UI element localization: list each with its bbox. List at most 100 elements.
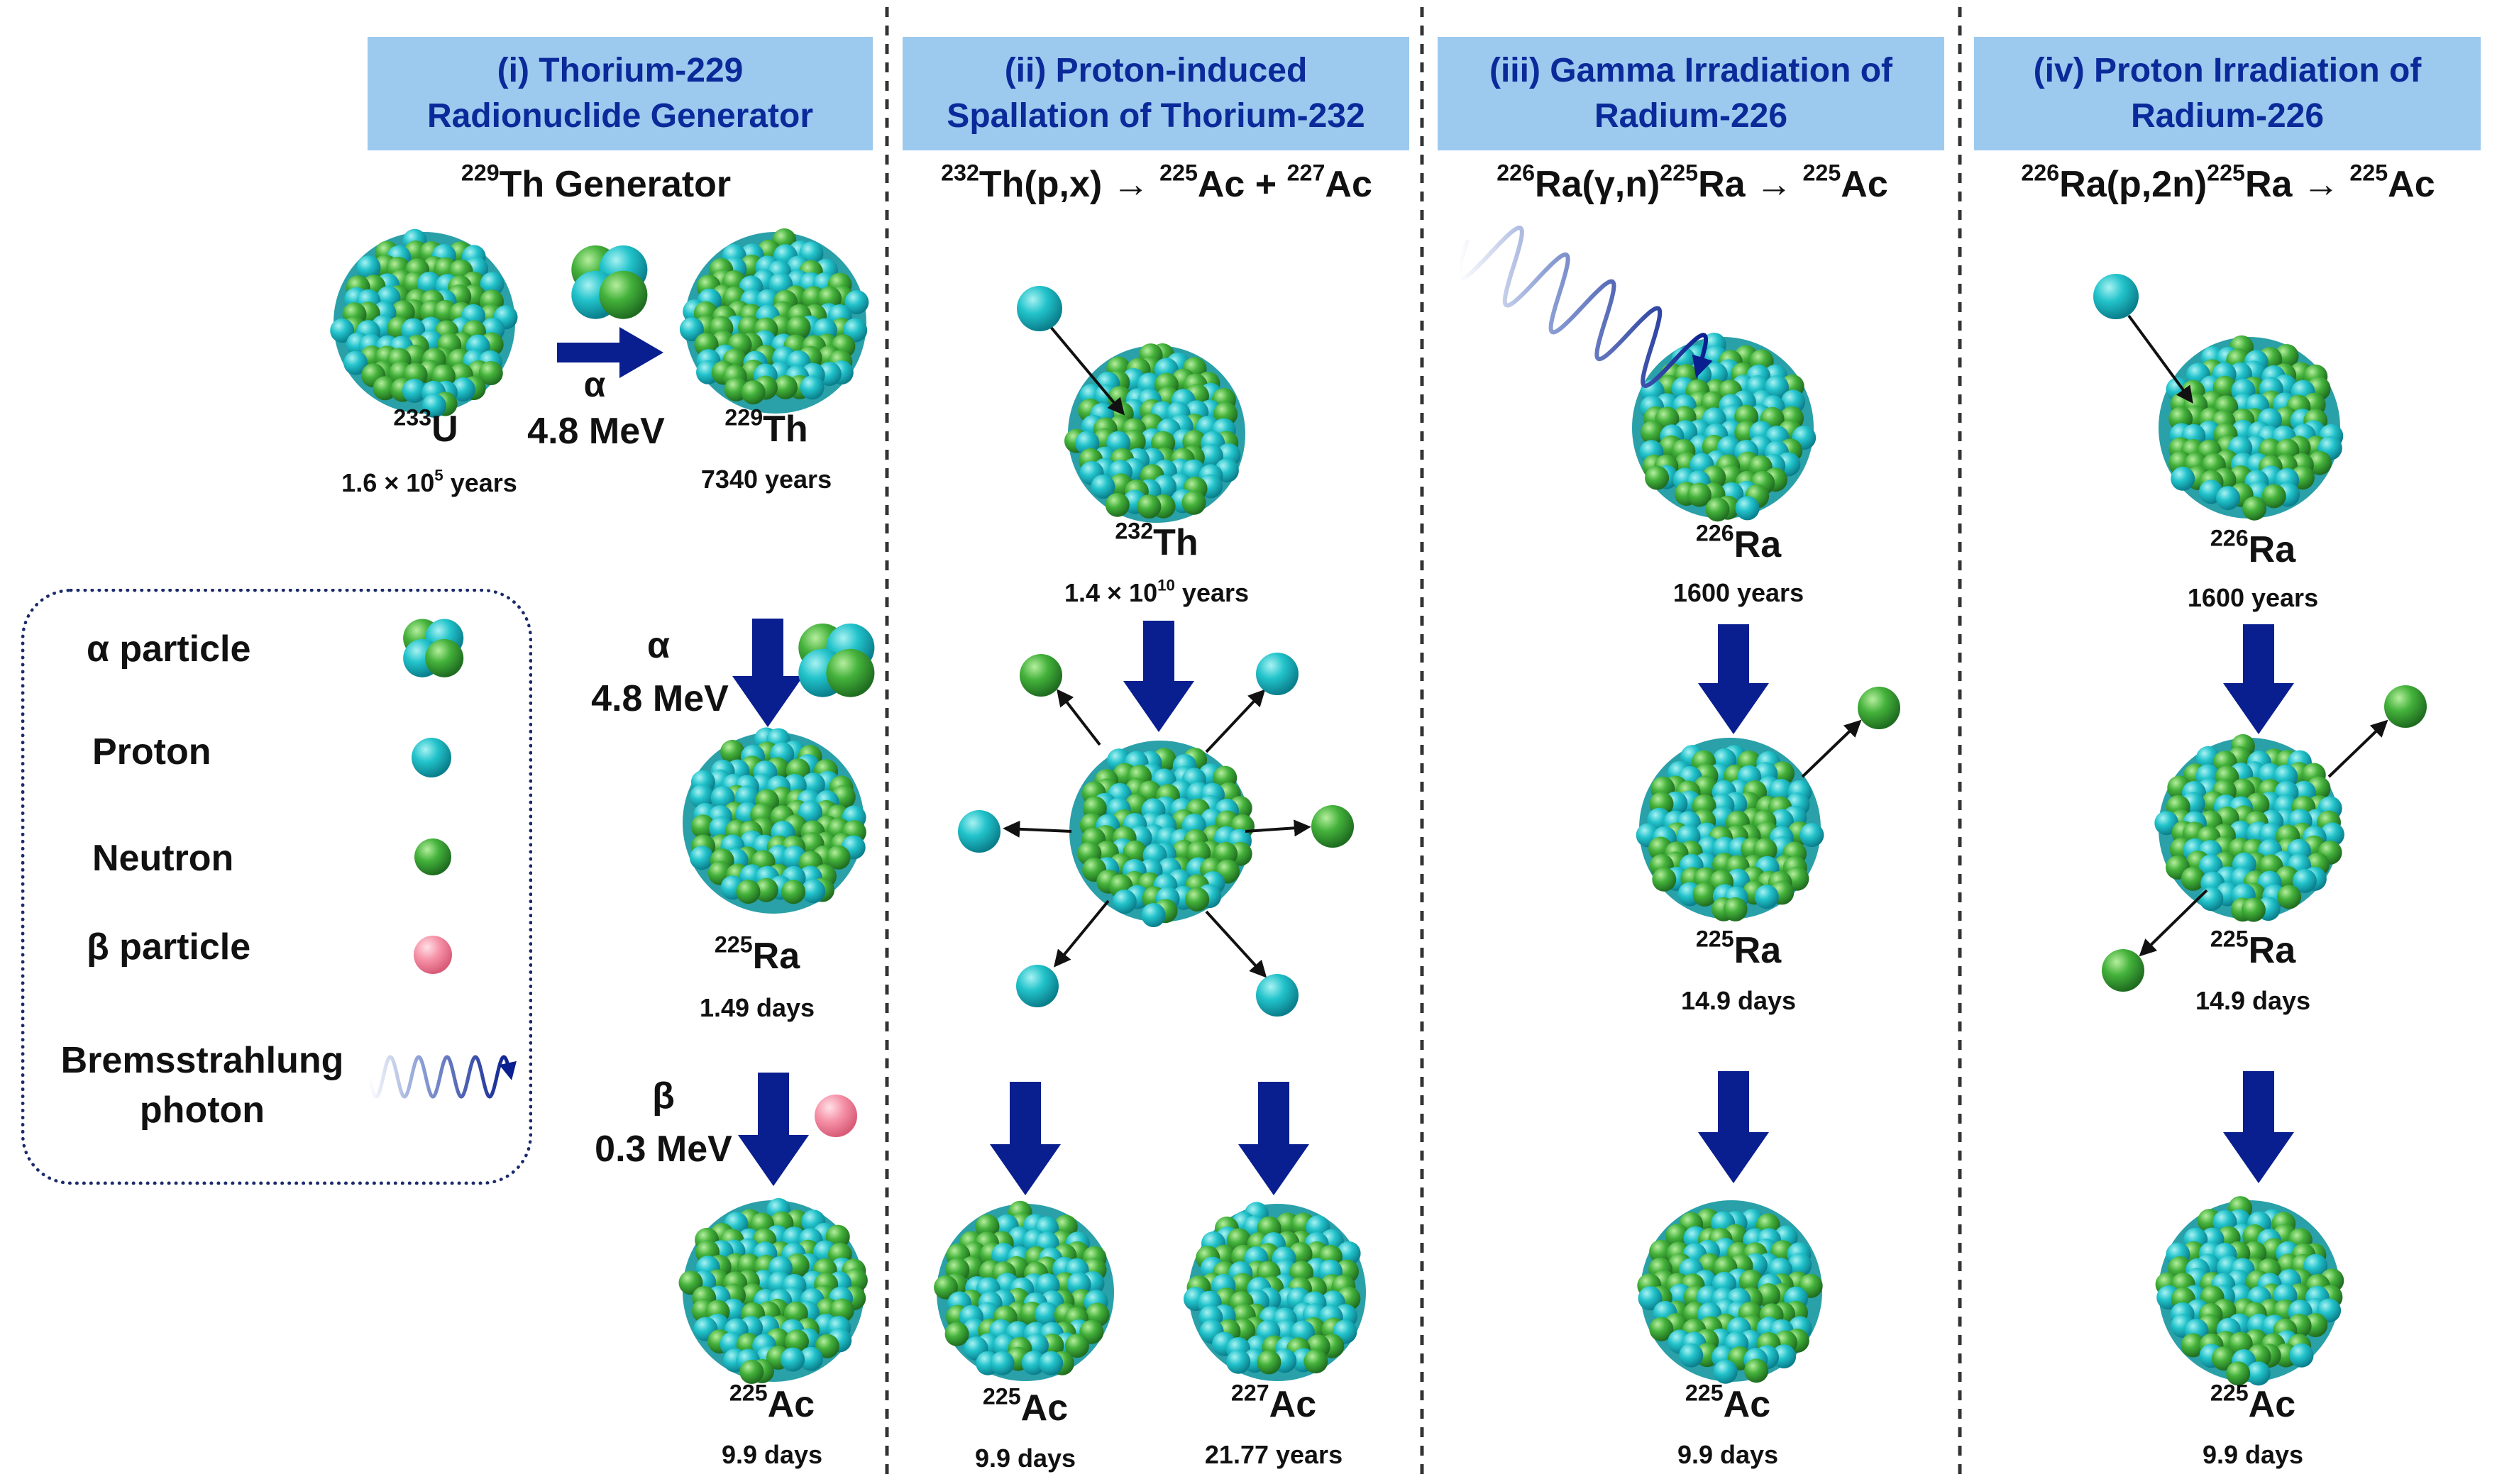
decay-beta-particle: β [652, 1075, 675, 1117]
nuclide-ra226-p4: 226Ra [2210, 526, 2295, 571]
nucleus-ra226-p3 [1632, 333, 1817, 522]
ra226-p3-symbol: Ra [1733, 524, 1782, 565]
nucleus-ac225-p2 [934, 1200, 1114, 1381]
legend-alpha-icon [403, 619, 464, 677]
panel-header-3: (iii) Gamma Irradiation of Radium-226 [1438, 37, 1944, 150]
gamma-photon-wave [1457, 225, 1713, 389]
half-life-th232: 1.4 × 1010 years [1064, 576, 1250, 608]
spallation-arrow-ur [1205, 689, 1266, 753]
nuclide-th229: 229Th [724, 406, 807, 450]
eq3-t3: Ac [1841, 164, 1888, 205]
spallation-arrow-l [1003, 820, 1072, 838]
eq3-m2: 225 [1660, 160, 1699, 186]
ac227-p2-symbol: Ac [1269, 1384, 1317, 1425]
legend [21, 589, 532, 1185]
alpha-particle-emitted-2 [798, 624, 875, 697]
emission-arrows [1003, 314, 2388, 978]
neutron-path-p4-second [2139, 889, 2208, 957]
eq1-text: Th Generator [499, 164, 732, 205]
half-life-ac225-p2: 9.9 days [974, 1444, 1076, 1473]
neutron-path-p4 [2327, 719, 2388, 778]
ac225-p2-mass: 225 [982, 1383, 1021, 1410]
ra225-p3-mass: 225 [1695, 926, 1734, 952]
ac225-p2-symbol: Ac [1020, 1388, 1069, 1429]
legend-brems-line2: photon [139, 1090, 265, 1131]
ac225-p4-symbol: Ac [2248, 1384, 2296, 1425]
panel-header-4: (iv) Proton Irradiation of Radium-226 [1974, 37, 2481, 150]
eq3-m1: 226 [1496, 160, 1536, 186]
legend-beta-label: β particle [87, 926, 251, 968]
bremsstrahlung-wave-icon [367, 1055, 517, 1099]
nucleus-ac227-p2 [1184, 1202, 1366, 1381]
u233-mass: 233 [393, 404, 432, 431]
incoming-proton-p2 [1017, 286, 1062, 331]
th232-mass: 232 [1115, 518, 1154, 544]
u233-symbol: U [431, 409, 458, 450]
emitted-neutron-p4 [2384, 685, 2427, 728]
eq3-m3: 225 [1802, 160, 1841, 186]
decay-beta-energy: 0.3 MeV [595, 1129, 732, 1170]
ra225-p4-mass: 225 [2210, 926, 2249, 952]
neutron-path-p3 [1801, 719, 1862, 778]
legend-proton-label: Proton [92, 731, 211, 773]
nuclide-ra225-p3: 225Ra [1695, 926, 1781, 972]
nucleus-ra225-p1 [683, 727, 866, 914]
proton-path-p4 [2127, 314, 2193, 404]
half-life-ac225-p4: 9.9 days [2202, 1440, 2304, 1469]
nucleus-u233 [330, 228, 518, 418]
emitted-neutron-p4-second [2102, 949, 2144, 992]
eq2-m1: 232 [941, 160, 979, 186]
th232-symbol: Th [1153, 522, 1198, 563]
nuclide-ac227-p2: 227Ac [1231, 1381, 1317, 1426]
ac225-p4-mass: 225 [2210, 1380, 2249, 1406]
arrow-ra226-ra225-p3 [1698, 624, 1769, 734]
panel-header-2: (ii) Proton-induced Spallation of Thoriu… [903, 37, 1409, 150]
nucleus-ra225-p3 [1636, 738, 1824, 921]
half-life-u233: 1.6 × 105 years [341, 467, 517, 498]
nuclide-ac225-p1: 225Ac [729, 1381, 815, 1426]
nucleus-th232 [1064, 343, 1245, 523]
panel-2-title-line2: Spallation of Thorium-232 [947, 97, 1365, 135]
panel-4-title-line1: (iv) Proton Irradiation of [2033, 52, 2422, 89]
decay-alpha-1-energy: 4.8 MeV [527, 411, 665, 452]
th232-hl-exp: 10 [1157, 576, 1175, 594]
decay-alpha-2-energy: 4.8 MeV [591, 678, 729, 719]
spallation-arrow-lr [1205, 910, 1267, 978]
legend-beta-icon [414, 936, 452, 974]
nucleus-ac225-p4 [2155, 1196, 2344, 1386]
arrow-spallation-ac227 [1238, 1082, 1309, 1195]
eq4-m2: 225 [2207, 160, 2245, 186]
decay-arrows [557, 327, 2294, 1195]
nuclide-ac225-p2: 225Ac [983, 1385, 1069, 1429]
half-life-ac225-p1: 9.9 days [721, 1440, 823, 1469]
eq4-m3: 225 [2349, 160, 2388, 186]
th232-hl-post: years [1174, 578, 1250, 607]
arrow-ra225-ac225-p4 [2223, 1071, 2294, 1183]
legend-neutron-label: Neutron [92, 838, 234, 879]
u233-hl-post: years [443, 468, 517, 497]
legend-brems-line1: Bremsstrahlung [60, 1040, 344, 1081]
legend-proton-icon [412, 738, 451, 777]
spallation-proton-ur [1256, 653, 1299, 695]
panel-4-title-line2: Radium-226 [2130, 97, 2325, 135]
spallation-arrow-ul [1057, 689, 1101, 746]
arrow-spallation-ac225 [990, 1082, 1061, 1195]
ac225-p3-mass: 225 [1685, 1380, 1724, 1406]
decay-alpha-1-particle: α [583, 365, 606, 404]
decay-arrow-ra225-ac225 [738, 1073, 809, 1186]
spallation-neutron-ul [1020, 654, 1062, 697]
eq1-mass: 229 [461, 160, 500, 186]
half-life-ac225-p3: 9.9 days [1677, 1440, 1779, 1469]
panel-2-title-line1: (ii) Proton-induced [1004, 52, 1308, 89]
nuclide-th232: 232Th [1115, 518, 1198, 564]
legend-brems-label: Bremsstrahlung photon [39, 1036, 365, 1135]
half-life-ac227-p2: 21.77 years [1204, 1440, 1343, 1469]
nuclide-u233: 233U [393, 406, 458, 450]
emitted-neutron-p3 [1858, 687, 1900, 729]
nuclide-ac225-p3: 225Ac [1685, 1380, 1770, 1426]
eq4-t3: Ac [2388, 164, 2435, 205]
panel-3-title-line1: (iii) Gamma Irradiation of [1489, 52, 1893, 89]
panel-header-1: (i) Thorium-229 Radionuclide Generator [368, 37, 873, 150]
equation-panel-4: 226Ra(p,2n)225Ra → 225Ac [2021, 160, 2435, 206]
